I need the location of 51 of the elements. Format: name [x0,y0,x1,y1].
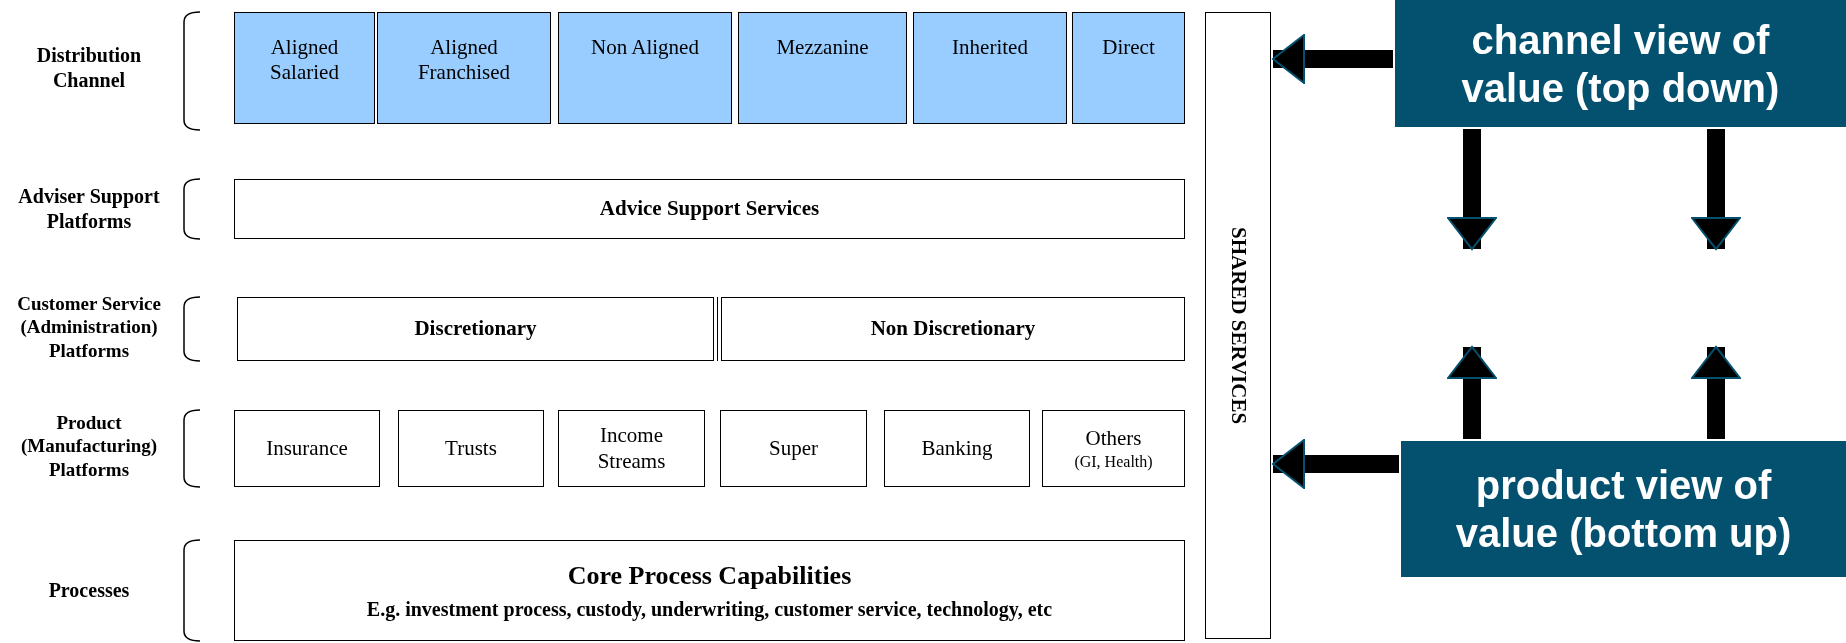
layer-label: Product (Manufacturing) Platforms [19,410,159,482]
layer-box [237,297,714,361]
box-label: Banking [921,435,993,462]
box-label: Direct [1102,35,1155,61]
layer-label: Adviser Support Platforms [17,184,161,234]
channel-box [1072,12,1185,124]
channel-box [738,12,907,124]
box-label: Insurance [266,435,348,462]
box-subtext: (GI, Health) [1074,451,1153,471]
box-label: Discretionary [414,316,537,342]
box-label: Mezzanine [776,35,869,61]
block-arrow [1691,129,1741,250]
box-label: Aligned Salaried [269,35,340,86]
box-label: Aligned Franchised [416,35,512,86]
layer-box [234,179,1185,239]
block-arrow [1272,439,1399,489]
channel-box [234,12,375,124]
layer-box [398,410,544,487]
channel-box [377,12,551,124]
box-label: Super [769,435,818,462]
block-arrow [1272,34,1393,84]
layer-box [1042,410,1185,487]
channel-box [913,12,1067,124]
box-label: Inherited [952,35,1028,61]
block-arrow [1447,129,1497,250]
box-label: Income Streams [596,423,667,474]
layer-label: Customer Service (Administration) Platforms [16,291,162,363]
box-label: product view of value (bottom up) [1454,462,1793,557]
box-subtext: E.g. investment process, custody, underwriting, customer service, technology, etc [366,597,1053,622]
core-box [234,540,1185,641]
layer-box [558,410,705,487]
box-label: Non Discretionary [870,316,1036,342]
block-arrow [1447,346,1497,439]
layer-box [234,410,380,487]
box-label: Others [1085,426,1142,452]
layer-label: Processes [47,577,131,603]
box-label: channel view of value (top down) [1460,16,1781,112]
callout-box [1395,0,1846,127]
layer-box [721,297,1185,361]
box-label: SHARED SERVICES [1225,226,1251,425]
channel-box [558,12,732,124]
layer-box [884,410,1030,487]
vertical-band [1205,12,1271,639]
box-label: Trusts [445,435,497,462]
layer-label: Distribution Channel [35,43,143,93]
block-arrow [1691,346,1741,439]
box-label: Advice Support Services [599,196,820,222]
callout-box [1401,441,1846,577]
layer-box [720,410,867,487]
box-label: Non Aligned [591,35,699,61]
box-label: Core Process Capabilities [567,559,852,592]
